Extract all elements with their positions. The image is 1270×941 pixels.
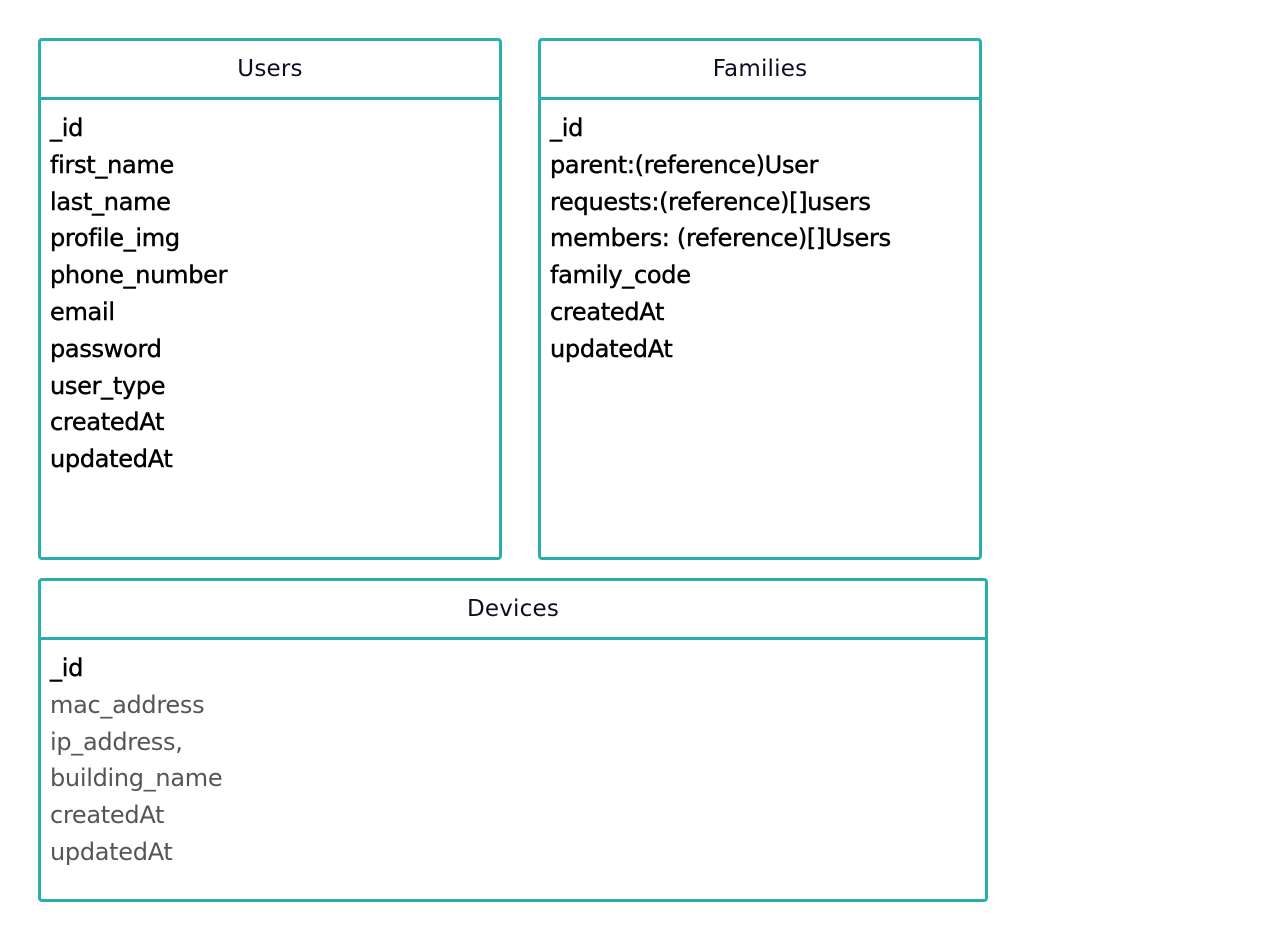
devices-field-mac-address: mac_address — [50, 690, 205, 719]
users-field-last-name: last_name — [50, 187, 171, 216]
users-field-email: email — [50, 297, 115, 326]
devices-field-id: _id — [50, 654, 84, 682]
users-entity-title: Users — [41, 41, 499, 100]
users-field-user-type: user_type — [50, 371, 166, 400]
families-field-list: _id parent:(reference)User requests:(ref… — [541, 100, 979, 368]
users-field-phone-number: phone_number — [50, 261, 228, 290]
users-field-first-name: first_name — [50, 150, 175, 179]
families-field-requests: requests:(reference)[]users — [550, 187, 871, 216]
devices-field-ip-address: ip_address, — [50, 727, 183, 756]
families-entity-title: Families — [541, 41, 979, 100]
users-field-created-at: createdAt — [50, 408, 165, 437]
families-field-parent: parent:(reference)User — [550, 150, 819, 179]
families-field-members: members: (reference)[]Users — [550, 224, 892, 253]
users-field-password: password — [50, 334, 162, 363]
families-field-updated-at: updatedAt — [550, 334, 673, 363]
users-field-id: _id — [50, 114, 84, 142]
users-field-updated-at: updatedAt — [50, 445, 173, 474]
families-field-family-code: family_code — [550, 261, 691, 290]
users-entity[interactable]: Users _id first_name last_name profile_i… — [38, 38, 502, 560]
families-entity[interactable]: Families _id parent:(reference)User requ… — [538, 38, 982, 560]
devices-entity-title: Devices — [41, 581, 985, 640]
users-field-profile-img: profile_img — [50, 224, 181, 253]
families-field-created-at: createdAt — [550, 297, 665, 326]
devices-field-list: _id mac_address ip_address, building_nam… — [41, 640, 985, 871]
users-field-list: _id first_name last_name profile_img pho… — [41, 100, 499, 478]
families-field-id: _id — [550, 114, 584, 142]
devices-field-building-name: building_name — [50, 764, 223, 793]
devices-field-created-at: createdAt — [50, 801, 165, 830]
devices-field-updated-at: updatedAt — [50, 837, 173, 866]
devices-entity[interactable]: Devices _id mac_address ip_address, buil… — [38, 578, 988, 902]
